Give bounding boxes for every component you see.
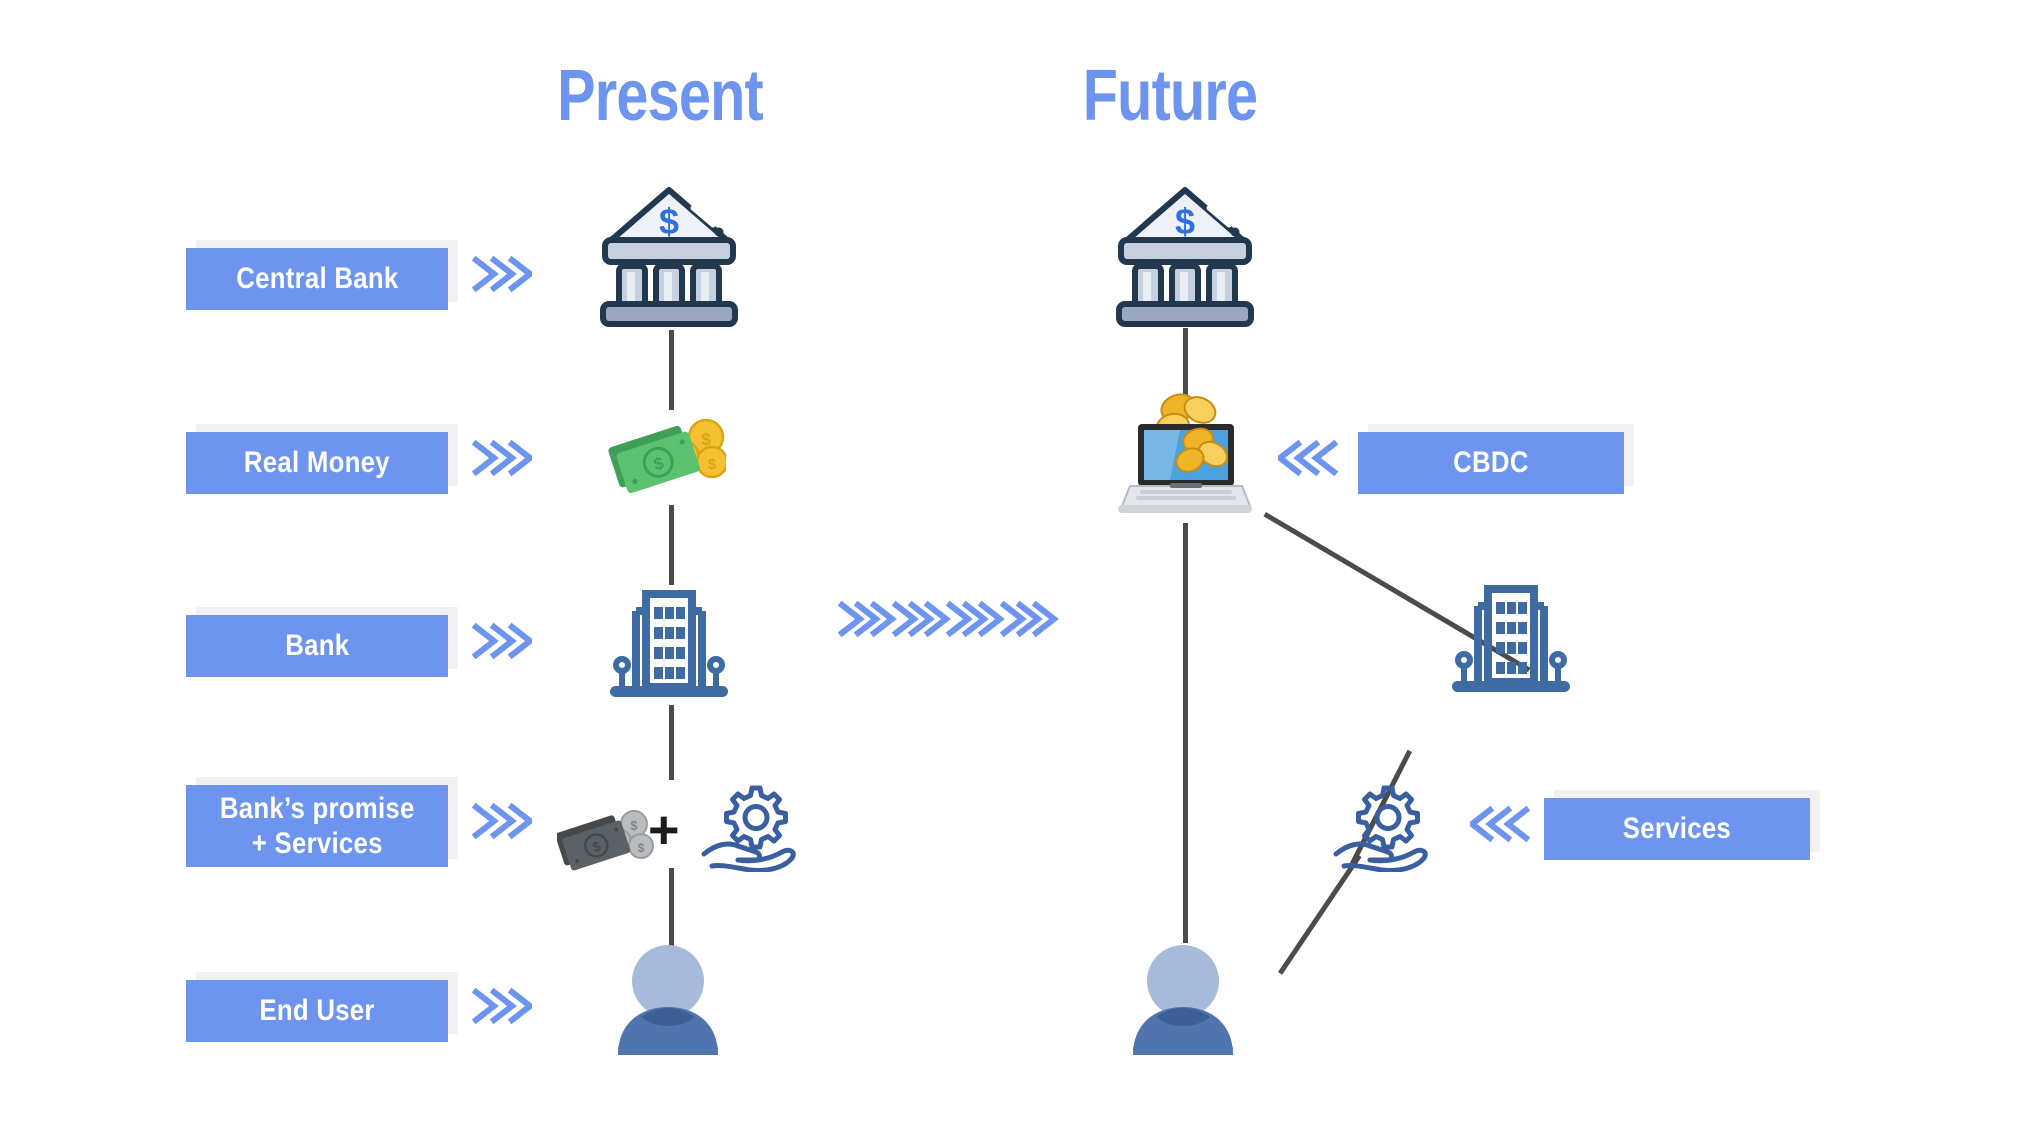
chip-plate: End User [186,980,448,1042]
connector-present-bank-to-money [669,330,674,410]
chevron-left-cbdc [1278,437,1340,479]
chevron-right-end-user [470,985,532,1027]
connector-future-bank-to-cbdc [1183,328,1188,400]
connector-present-promise-to-user [669,868,674,946]
chip-plate: Services [1544,798,1810,860]
svg-text:$: $ [638,841,645,855]
office-building-icon-present [608,583,730,705]
row-label-central-bank[interactable]: Central Bank [186,240,458,310]
svg-text:$: $ [1175,201,1195,242]
row-label-bank[interactable]: Bank [186,607,458,677]
cash-and-coins-icon-present: $ $ $ [608,404,726,504]
column-title-future: Future [1082,56,1258,136]
row-label-text: Central Bank [235,262,399,296]
chip-plate: CBDC [1358,432,1624,494]
row-label-cbdc[interactable]: CBDC [1358,424,1634,494]
row-label-text: End User [259,994,375,1028]
bank-building-icon-present: $ [597,178,741,328]
svg-text:$: $ [659,201,679,242]
chevron-left-services [1470,803,1532,845]
row-label-bank-promise-services[interactable]: Bank’s promise + Services [186,777,458,867]
chevron-right-bank [470,620,532,662]
row-label-text: Bank’s promise + Services [219,791,415,860]
plus-sign: + [648,800,680,860]
column-title-present: Present [557,56,764,136]
laptop-with-coins-icon [1118,388,1252,516]
hand-holding-gear-icon-present [700,782,800,872]
connector-future-user-to-services [1278,854,1362,975]
user-avatar-icon-future [1128,943,1238,1055]
row-label-text: Bank [284,629,350,663]
transition-arrows-present-to-future [838,598,1062,640]
row-label-text: CBDC [1453,446,1529,480]
row-label-text: Services [1622,812,1732,846]
svg-text:$: $ [701,430,711,449]
gray-cash-and-coins-icon-present: $ $ $ [557,800,657,884]
chip-plate: Central Bank [186,248,448,310]
bank-building-icon-future: $ [1113,178,1257,328]
connector-future-cbdc-to-user [1183,523,1188,943]
chip-plate: Bank [186,615,448,677]
chevron-right-central-bank [470,253,532,295]
office-building-icon-future [1450,578,1572,700]
chip-plate: Real Money [186,432,448,494]
row-label-end-user[interactable]: End User [186,972,458,1042]
row-label-real-money[interactable]: Real Money [186,424,458,494]
chevron-right-bank-promise [470,800,532,842]
hand-holding-gear-icon-future [1332,782,1432,872]
row-label-text: Real Money [244,446,390,480]
svg-text:$: $ [708,456,717,473]
connector-present-bank-to-promise [669,705,674,780]
row-label-services[interactable]: Services [1544,790,1820,860]
connector-present-money-to-bank [669,505,674,585]
svg-text:$: $ [630,818,638,833]
chip-plate: Bank’s promise + Services [186,785,448,867]
user-avatar-icon-present [613,943,723,1055]
chevron-right-real-money [470,437,532,479]
